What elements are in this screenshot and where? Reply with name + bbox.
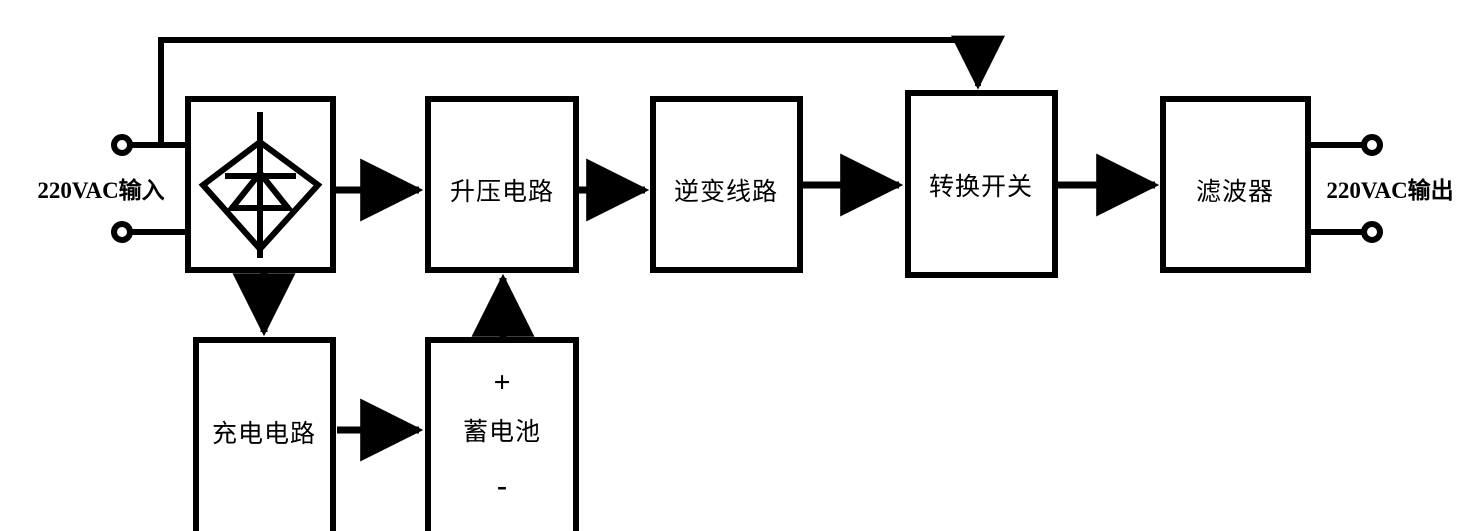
input-label: 220VAC输入 [37, 178, 165, 203]
bypass-line [158, 35, 1005, 145]
input-terminal-top [111, 134, 133, 156]
output-terminal-bottom [1361, 221, 1383, 243]
block-transfer-switch [905, 90, 1058, 278]
block-rectifier [185, 96, 336, 273]
block-label-boost-circuit: 升压电路 [449, 179, 555, 206]
block-label-filter: 滤波器 [1195, 179, 1275, 206]
block-boost-circuit [425, 96, 579, 273]
block-label-charging-circuit: 充电电路 [211, 421, 317, 448]
block-filter [1160, 96, 1311, 273]
block-battery [425, 337, 579, 531]
input-terminal-bottom [111, 221, 133, 243]
block-charging-circuit [193, 337, 336, 531]
block-label-battery: 蓄电池 [462, 419, 542, 446]
bridge-rectifier-icon [198, 112, 323, 258]
output-label: 220VAC输出 [1326, 178, 1454, 203]
battery-negative-pole: - [497, 469, 507, 502]
block-label-inverter-circuit: 逆变线路 [673, 179, 779, 206]
output-terminal-top [1361, 134, 1383, 156]
block-label-transfer-switch: 转换开关 [928, 174, 1034, 201]
block-inverter-circuit [650, 96, 803, 273]
battery-positive-pole: + [493, 366, 511, 399]
